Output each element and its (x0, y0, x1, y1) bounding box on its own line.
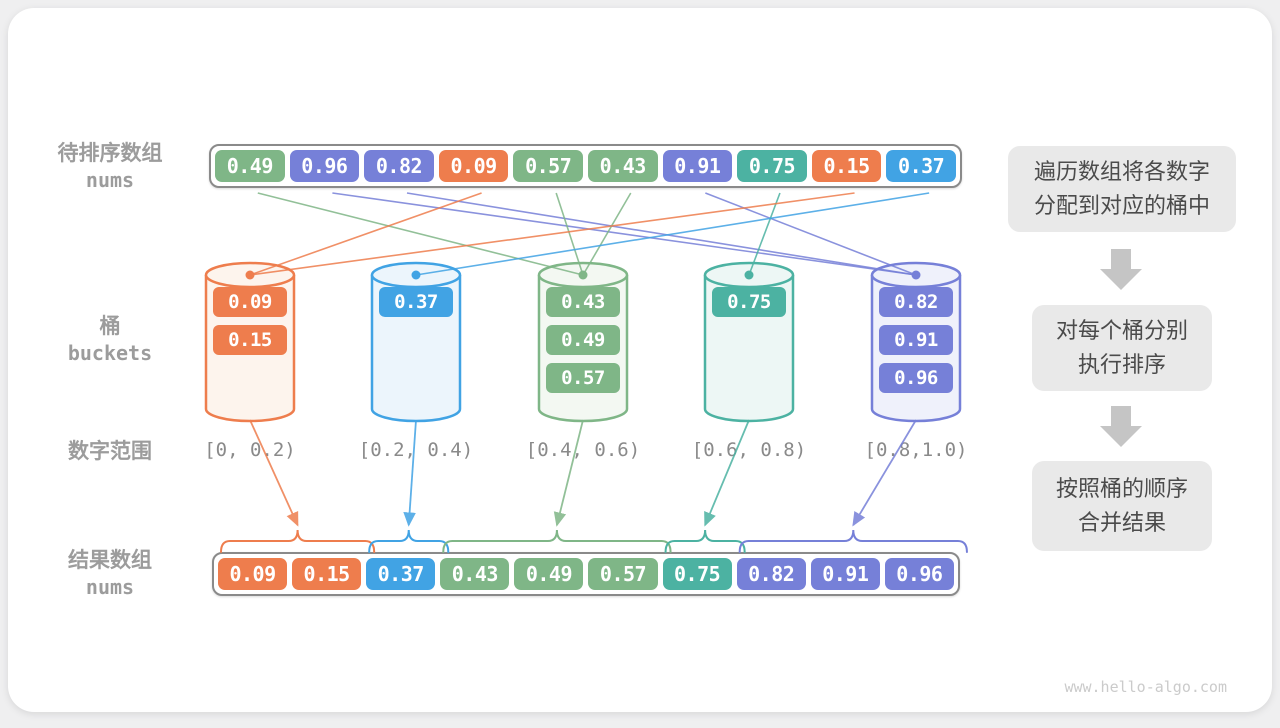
array-cell: 0.91 (662, 150, 733, 182)
array-cell: 0.75 (662, 558, 732, 590)
buckets-label-en: buckets (67, 341, 153, 365)
bucket-item: 0.96 (879, 363, 953, 393)
bucket-items: 0.37 (369, 287, 463, 317)
result-array-label-en: nums (85, 575, 135, 599)
bucket-range-text: [0, 0.2) (204, 439, 296, 461)
flow-step-1: 遍历数组将各数字 分配到对应的桶中 (1008, 146, 1236, 232)
bucket-range-text: [0.6, 0.8) (691, 439, 807, 461)
flow-step-2-line2: 执行排序 (1077, 352, 1166, 377)
buckets-label: 桶 buckets (22, 314, 198, 366)
array-cell: 0.57 (588, 558, 658, 590)
flow-step-2: 对每个桶分别 执行排序 (1032, 305, 1212, 391)
bucket-item: 0.15 (213, 325, 287, 355)
array-cell: 0.37 (886, 150, 956, 182)
bucket: 0.82 0.91 0.96 (869, 261, 963, 423)
bucket-cylinder-icon (703, 261, 795, 423)
bucket-item: 0.37 (379, 287, 453, 317)
range-label-zh: 数字范围 (68, 440, 152, 463)
bucket-cylinder-icon (370, 261, 462, 423)
bucket: 0.37 (369, 261, 463, 423)
array-cell: 0.91 (810, 558, 880, 590)
array-cell: 0.82 (736, 558, 806, 590)
array-cell: 0.96 (289, 150, 360, 182)
bucket-item: 0.57 (546, 363, 620, 393)
bucket-item: 0.82 (879, 287, 953, 317)
flow-step-1-line2: 分配到对应的桶中 (1033, 193, 1210, 218)
bucket-inlet-dot (744, 270, 754, 280)
bucket: 0.09 0.15 (203, 261, 297, 423)
bucket-range-text: [0.2, 0.4) (358, 439, 474, 461)
array-cell: 0.49 (514, 558, 584, 590)
bucket-inlet-dot (911, 270, 921, 280)
bucket-items: 0.09 0.15 (203, 287, 297, 355)
array-cell: 0.09 (438, 150, 509, 182)
array-cell: 0.96 (884, 558, 954, 590)
flow-step-1-line1: 遍历数组将各数字 (1033, 159, 1210, 184)
array-cell: 0.15 (811, 150, 882, 182)
array-cell: 0.37 (366, 558, 436, 590)
array-cell: 0.57 (513, 150, 583, 182)
bucket-item: 0.43 (546, 287, 620, 317)
range-label: 数字范围 (22, 439, 198, 465)
down-arrow-icon (1099, 249, 1143, 290)
down-arrow-head (1100, 426, 1142, 447)
array-cell: 0.49 (215, 150, 285, 182)
flow-step-3-line1: 按照桶的顺序 (1055, 476, 1188, 501)
array-cell: 0.43 (440, 558, 510, 590)
bucket-range-text: [0.8,1.0) (864, 439, 968, 461)
bucket-items: 0.75 (702, 287, 796, 317)
watermark: www.hello-algo.com (1064, 678, 1227, 696)
down-arrow-head (1100, 269, 1142, 290)
buckets-label-zh: 桶 (99, 315, 121, 338)
bucket-item: 0.75 (712, 287, 786, 317)
bucket-inlet-dot (245, 270, 255, 280)
array-cell: 0.43 (587, 150, 658, 182)
bucket-item: 0.49 (546, 325, 620, 355)
array-cell: 0.82 (364, 150, 434, 182)
bucket-inlet-dot (411, 270, 421, 280)
bucket-items: 0.82 0.91 0.96 (869, 287, 963, 393)
array-cell: 0.15 (292, 558, 362, 590)
result-array-label: 结果数组 nums (22, 548, 198, 600)
bucket-items: 0.43 0.49 0.57 (536, 287, 630, 393)
flow-step-3: 按照桶的顺序 合并结果 (1032, 461, 1212, 551)
bucket-item: 0.09 (213, 287, 287, 317)
flow-step-3-line2: 合并结果 (1077, 510, 1166, 535)
top-array-label-en: nums (85, 168, 135, 192)
bucket: 0.43 0.49 0.57 (536, 261, 630, 423)
bucket: 0.75 (702, 261, 796, 423)
array-cell: 0.09 (218, 558, 288, 590)
down-arrow-stem (1111, 249, 1131, 269)
down-arrow-icon (1099, 406, 1143, 447)
top-array-label: 待排序数组 nums (22, 141, 198, 193)
bucket-item: 0.91 (879, 325, 953, 355)
down-arrow-stem (1111, 406, 1131, 426)
bucket-range-text: [0.4, 0.6) (525, 439, 641, 461)
bucket-inlet-dot (578, 270, 588, 280)
result-array-label-zh: 结果数组 (68, 549, 152, 572)
top-array-label-zh: 待排序数组 (57, 142, 163, 165)
array-cell: 0.75 (737, 150, 807, 182)
flow-step-2-line1: 对每个桶分别 (1055, 318, 1188, 343)
